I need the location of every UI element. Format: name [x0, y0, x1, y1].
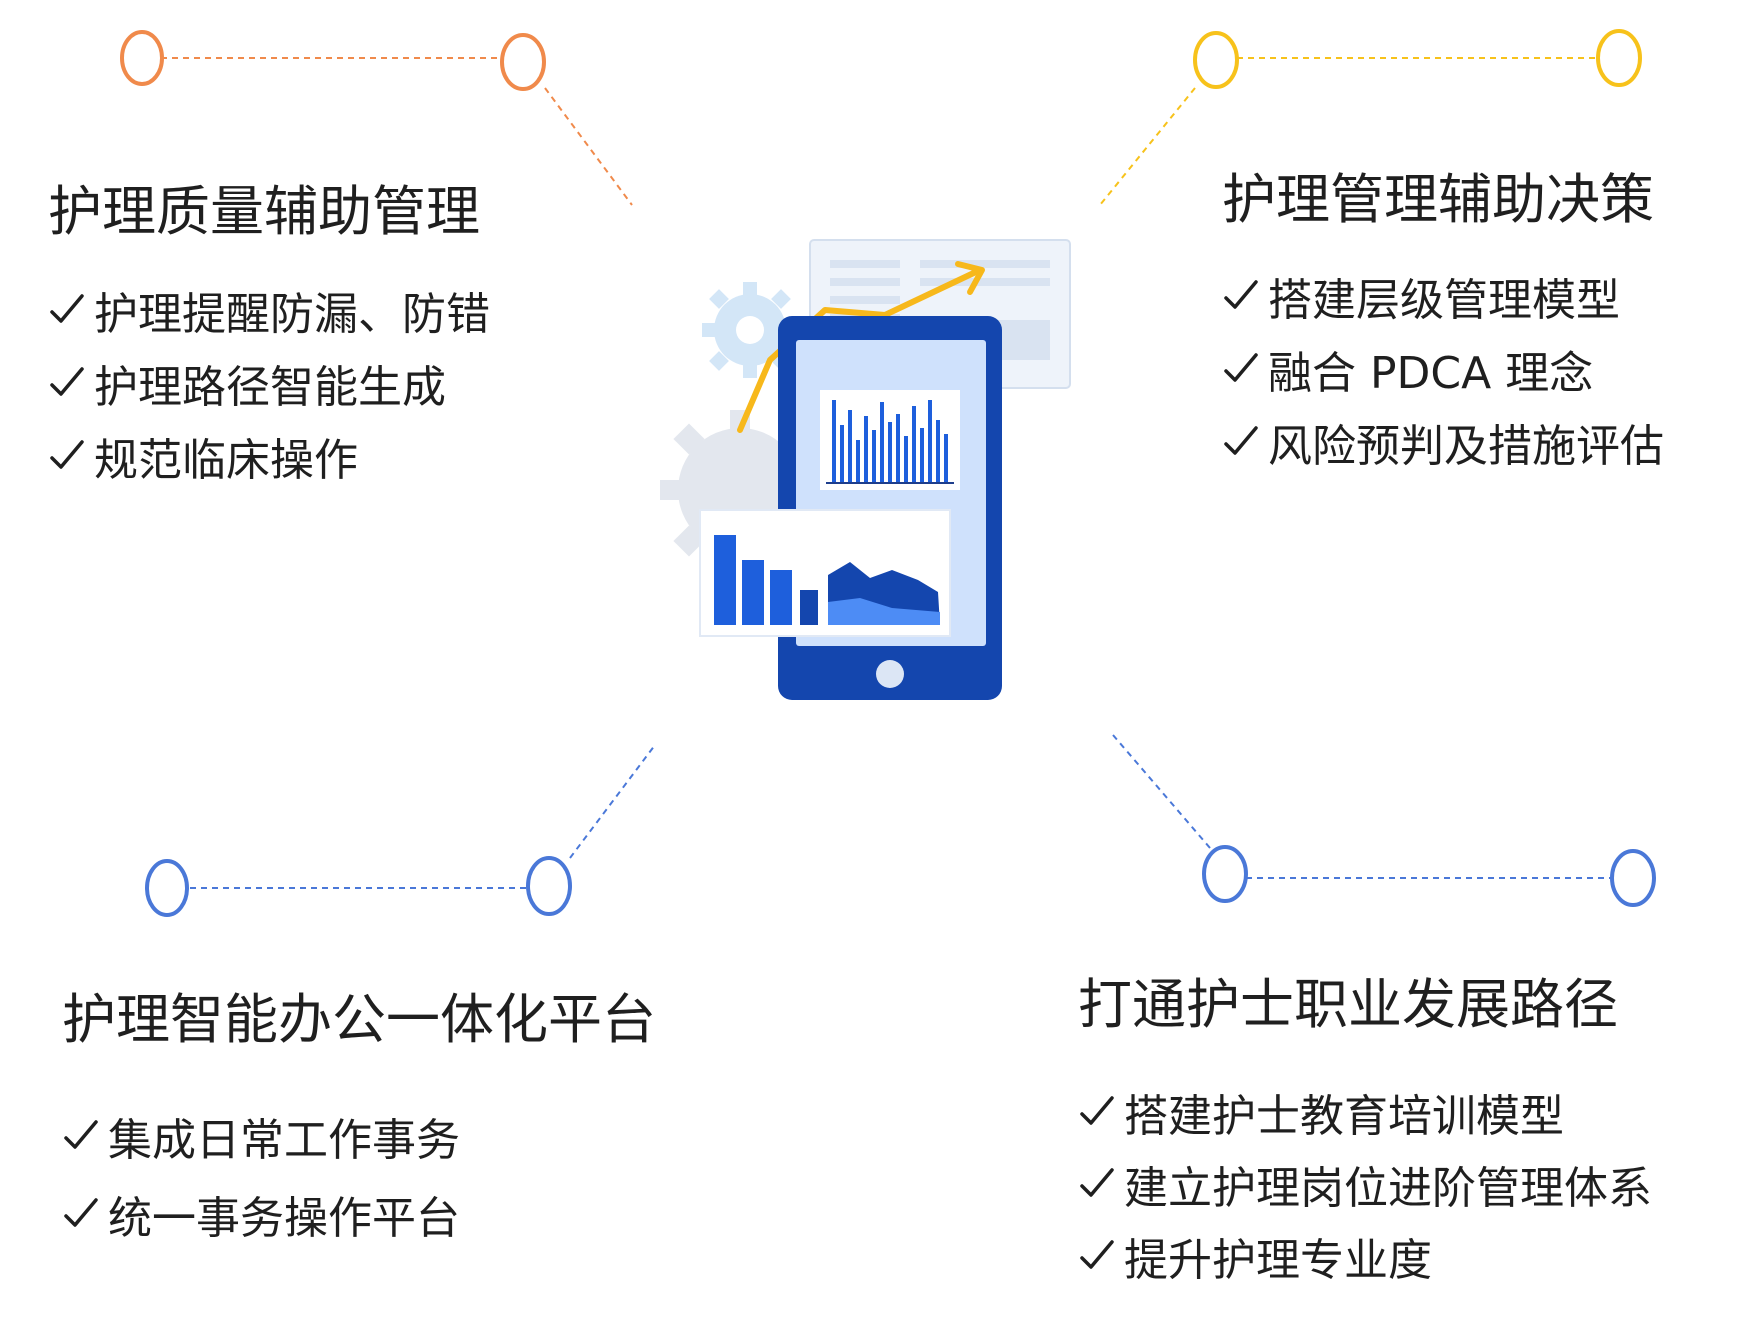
check-icon	[48, 436, 86, 476]
list-item-label: 搭建层级管理模型	[1268, 274, 1620, 326]
check-icon	[1222, 422, 1260, 462]
list-item: 规范临床操作	[48, 419, 490, 492]
area-chart-card	[699, 509, 951, 637]
section-management-decision: 护理管理辅助决策 搭建层级管理模型 融合 PDCA 理念 风险预判及措施评估	[1222, 170, 1664, 478]
list-item-label: 搭建护士教育培训模型	[1124, 1091, 1564, 1143]
feature-list: 护理提醒防漏、防错 护理路径智能生成 规范临床操作	[48, 273, 490, 492]
node-br-right	[1610, 849, 1656, 907]
list-item-label: 集成日常工作事务	[108, 1115, 460, 1167]
node-tr-left	[1193, 31, 1239, 89]
check-icon	[48, 363, 86, 403]
check-icon	[48, 290, 86, 330]
list-item-label: 护理路径智能生成	[94, 361, 446, 413]
section-title: 打通护士职业发展路径	[1078, 973, 1618, 1036]
list-item: 搭建层级管理模型	[1222, 259, 1664, 332]
connector-tr-diagonal	[1099, 87, 1196, 206]
mobile-analytics-icon	[660, 239, 1071, 700]
list-item: 护理路径智能生成	[48, 346, 490, 419]
list-item: 融合 PDCA 理念	[1222, 332, 1664, 405]
connector-tl-diagonal	[544, 87, 633, 206]
section-career-path: 打通护士职业发展路径 搭建护士教育培训模型 建立护理岗位进阶管理体系 提升护理专…	[1078, 975, 1652, 1292]
list-item-label: 护理提醒防漏、防错	[94, 288, 490, 340]
check-icon	[62, 1194, 100, 1234]
check-icon	[62, 1116, 100, 1156]
list-item-label: 规范临床操作	[94, 434, 358, 486]
bar-chart-card	[820, 390, 960, 490]
node-bl-right	[526, 856, 572, 916]
node-bl-left	[145, 859, 189, 917]
check-icon	[1222, 276, 1260, 316]
feature-list: 集成日常工作事务 统一事务操作平台	[62, 1097, 656, 1253]
node-br-left	[1202, 845, 1248, 903]
list-item: 搭建护士教育培训模型	[1078, 1076, 1652, 1148]
list-item-label: 建立护理岗位进阶管理体系	[1124, 1163, 1652, 1215]
feature-list: 搭建层级管理模型 融合 PDCA 理念 风险预判及措施评估	[1222, 259, 1664, 478]
section-title: 护理质量辅助管理	[48, 180, 480, 243]
section-nursing-quality: 护理质量辅助管理 护理提醒防漏、防错 护理路径智能生成 规范临床操作	[48, 182, 490, 492]
list-item: 集成日常工作事务	[62, 1097, 656, 1175]
trend-arrow-icon	[737, 261, 985, 433]
node-tr-right	[1596, 29, 1642, 87]
connector-br-diagonal	[1112, 734, 1211, 849]
list-item: 护理提醒防漏、防错	[48, 273, 490, 346]
check-icon	[1222, 349, 1260, 389]
list-item: 统一事务操作平台	[62, 1175, 656, 1253]
section-title: 护理管理辅助决策	[1222, 168, 1654, 231]
feature-list: 搭建护士教育培训模型 建立护理岗位进阶管理体系 提升护理专业度	[1078, 1076, 1652, 1292]
section-office-platform: 护理智能办公一体化平台 集成日常工作事务 统一事务操作平台	[62, 990, 656, 1253]
list-item-label: 提升护理专业度	[1124, 1235, 1432, 1287]
section-title: 护理智能办公一体化平台	[62, 988, 656, 1051]
node-tl-right	[500, 33, 546, 91]
check-icon	[1078, 1164, 1116, 1204]
phone-icon	[778, 316, 1002, 700]
list-item: 提升护理专业度	[1078, 1220, 1652, 1292]
list-item: 建立护理岗位进阶管理体系	[1078, 1148, 1652, 1220]
node-tl-left	[120, 30, 164, 86]
check-icon	[1078, 1092, 1116, 1132]
list-item-label: 统一事务操作平台	[108, 1193, 460, 1245]
list-item-label: 融合 PDCA 理念	[1268, 347, 1594, 399]
connector-bl-diagonal	[569, 744, 656, 859]
list-item: 风险预判及措施评估	[1222, 405, 1664, 478]
list-item-label: 风险预判及措施评估	[1268, 420, 1664, 472]
check-icon	[1078, 1236, 1116, 1276]
